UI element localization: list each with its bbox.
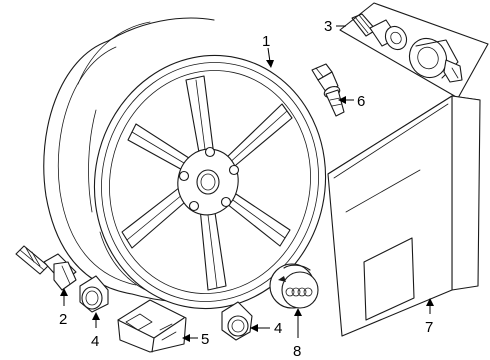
locking-bolt [351, 13, 408, 51]
locking-bolt-kit [339, 2, 489, 99]
lug-nut-cap-right [221, 301, 253, 341]
lug-hole [228, 164, 240, 176]
kit-frame [339, 2, 489, 99]
callout-5: 5 [201, 331, 209, 348]
callout-6: 6 [357, 93, 365, 110]
center-bore [196, 169, 220, 195]
lug-hole [188, 200, 200, 212]
lock-key [408, 37, 463, 83]
callout-labels: 1 2 3 4 4 5 6 7 8 [59, 18, 433, 360]
tpms-sensor [327, 95, 481, 337]
callout-3: 3 [324, 18, 332, 35]
valve-bracket [117, 299, 187, 353]
wheel-spokes [121, 75, 293, 291]
lug-hole [204, 146, 216, 158]
callout-1: 1 [262, 33, 270, 50]
sensor-label-area [363, 237, 415, 321]
brand-rings-logo [285, 287, 313, 297]
callout-2: 2 [59, 311, 67, 328]
lug-bolt [15, 245, 77, 291]
callout-7: 7 [425, 319, 433, 336]
callout-4-left: 4 [91, 333, 99, 350]
callout-8: 8 [293, 343, 301, 360]
callout-4-right: 4 [274, 320, 282, 337]
lug-hole [220, 196, 232, 208]
center-cap [269, 263, 319, 309]
wheel [43, 17, 327, 310]
valve-stem [311, 63, 345, 117]
lug-nut-cap-left [79, 275, 109, 313]
lug-hole [178, 170, 190, 182]
leader-lines [60, 25, 434, 342]
